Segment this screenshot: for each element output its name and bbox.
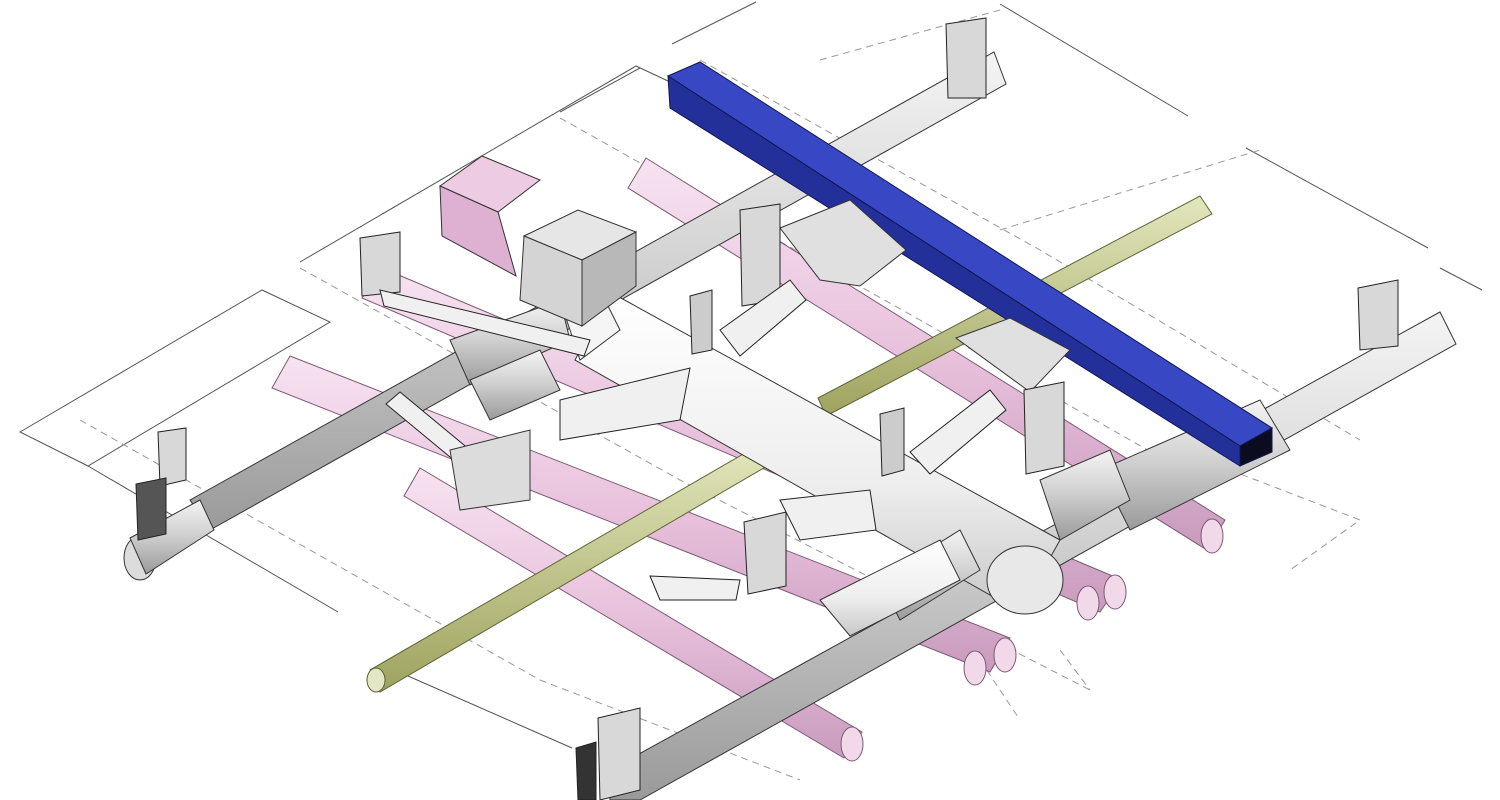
chamber-3 (1039, 449, 1131, 541)
shaft-center-2 (879, 407, 905, 477)
upper-tunnel-end-body (129, 499, 215, 575)
chamber-4 (469, 349, 561, 421)
plate-mid (559, 67, 641, 113)
pink-tube-6 (403, 467, 863, 759)
escalators (379, 279, 1007, 601)
platform-slab (779, 199, 907, 287)
escalator-1 (379, 289, 591, 357)
shaft-center-1 (689, 289, 713, 355)
shaft-far-left-2 (135, 477, 167, 541)
ground-outlines (18, 1, 1483, 749)
platform-slab-2 (954, 317, 1071, 393)
vertical-shafts (135, 17, 1399, 800)
shaft-center-3 (743, 511, 787, 595)
blue-box-end (1239, 427, 1273, 467)
shaft-top-right (945, 17, 987, 99)
pink-tube-4-end (993, 637, 1017, 673)
shaft-center-5 (739, 203, 781, 307)
shaft-far-left (157, 427, 187, 487)
chamber-2 (819, 539, 961, 637)
plate-left (18, 289, 332, 467)
shaft-center-4 (1023, 381, 1065, 475)
escalator-7 (779, 489, 877, 541)
chamber-5 (449, 429, 531, 511)
dash-6 (999, 149, 1261, 231)
station-hall-end (986, 545, 1064, 615)
dash-2 (699, 59, 1361, 441)
dash-9 (1059, 649, 1091, 691)
pink-tube-3-end (1076, 585, 1100, 621)
green-tube-2-end (366, 667, 386, 693)
plate-right-2 (1439, 267, 1483, 291)
pink-tube-6-end (840, 726, 864, 762)
plate-bottom (407, 675, 573, 749)
dash-3 (299, 267, 1091, 691)
plate-top-right (999, 3, 1189, 117)
plate-right (1245, 147, 1429, 249)
shaft-left (359, 231, 401, 297)
shaft-right (1357, 279, 1399, 351)
side-chambers (449, 349, 1131, 637)
blue-box-structure (666, 61, 1273, 467)
escalator-2 (719, 279, 807, 357)
dash-7 (1229, 469, 1362, 571)
escalator-3 (909, 389, 1007, 475)
pink-tube-5-end (963, 650, 987, 686)
escalator-5 (649, 575, 741, 601)
pink-block-front (439, 185, 517, 278)
plate-left-bottom (87, 465, 339, 613)
blocks (439, 155, 1071, 393)
shaft-bottom-2 (575, 741, 597, 800)
shaft-bottom (597, 707, 641, 800)
escalator-6 (559, 367, 691, 441)
grey-block-side (581, 231, 637, 327)
plate-top (671, 1, 757, 45)
pink-tube-1-end (1200, 518, 1224, 554)
pink-tube-2-end (1103, 574, 1127, 610)
